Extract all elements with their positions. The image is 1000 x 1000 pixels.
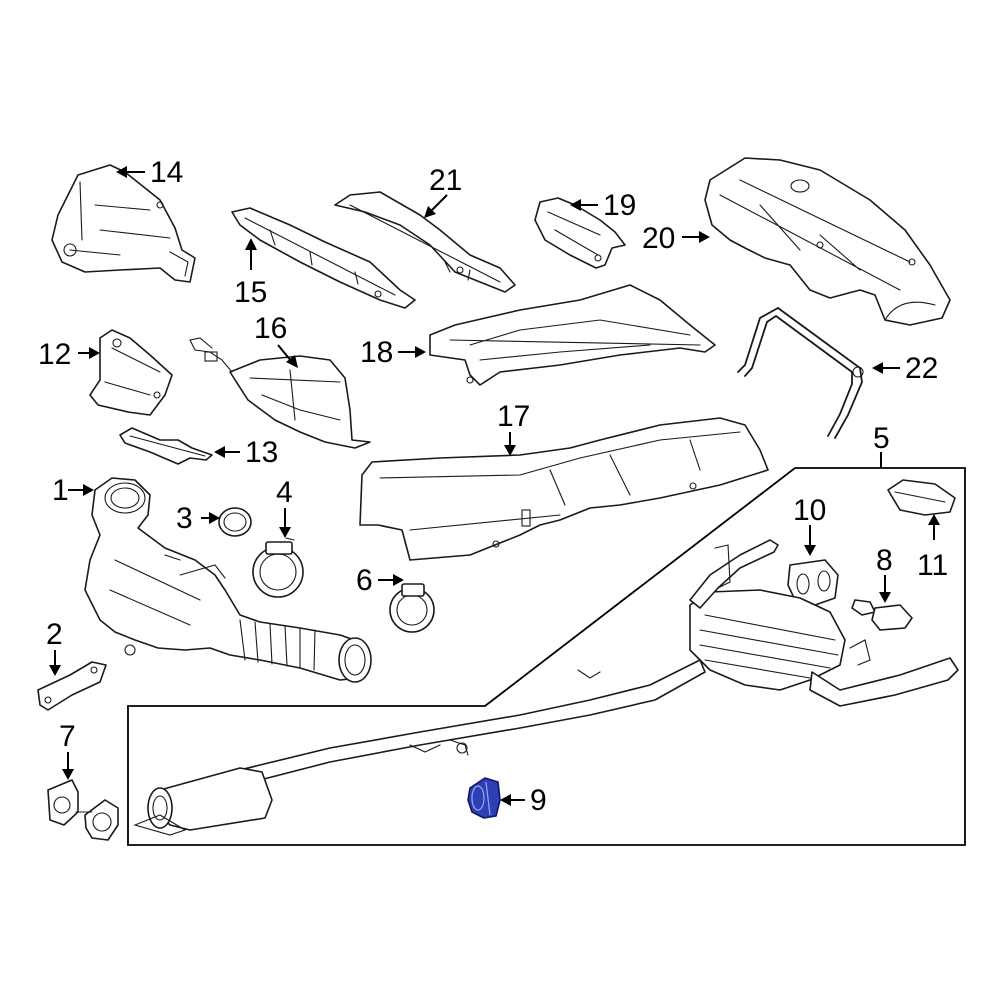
part-22-bracket bbox=[737, 306, 864, 439]
part-8-bolt bbox=[851, 599, 913, 631]
callout-21: 21 bbox=[429, 164, 462, 197]
callout-7: 7 bbox=[59, 720, 76, 753]
callout-4: 4 bbox=[276, 476, 293, 509]
callout-6: 6 bbox=[356, 564, 373, 597]
part-3-gasket bbox=[218, 507, 252, 537]
callout-22: 22 bbox=[905, 352, 938, 385]
part-20-heat-shield bbox=[704, 157, 951, 326]
callout-20: 20 bbox=[642, 222, 675, 255]
part-19-shield bbox=[534, 197, 626, 269]
callout-2: 2 bbox=[46, 618, 63, 651]
callout-8: 8 bbox=[876, 544, 893, 577]
part-18-heat-shield bbox=[429, 284, 716, 386]
callout-11: 11 bbox=[917, 549, 948, 582]
callout-5: 5 bbox=[873, 422, 890, 455]
part-2-bracket bbox=[37, 661, 107, 711]
part-16-heat-shield bbox=[189, 337, 371, 449]
part-10-mount bbox=[787, 559, 839, 606]
callout-14: 14 bbox=[150, 156, 183, 189]
callout-12: 12 bbox=[38, 338, 71, 371]
leader-lines bbox=[49, 166, 940, 806]
part-14-heat-shield bbox=[51, 164, 196, 283]
part-12-bracket bbox=[89, 329, 173, 416]
part-15-bracket bbox=[231, 207, 416, 309]
callout-3: 3 bbox=[176, 502, 193, 535]
part-6-clamp bbox=[389, 583, 435, 633]
callout-13: 13 bbox=[245, 436, 278, 469]
part-13-bracket bbox=[119, 427, 213, 465]
part-11-module bbox=[887, 479, 956, 516]
part-21-bracket bbox=[334, 191, 516, 293]
part-9-insulator bbox=[467, 777, 501, 819]
callout-9: 9 bbox=[530, 784, 547, 817]
part-5-exhaust-system bbox=[127, 467, 966, 846]
part-7-hanger bbox=[47, 779, 119, 841]
part-1-catalytic-converter bbox=[84, 477, 372, 683]
callout-16: 16 bbox=[254, 312, 287, 345]
callout-15: 15 bbox=[234, 276, 267, 309]
callout-labels: 1 2 3 4 5 6 7 8 9 10 11 12 13 14 15 16 1… bbox=[38, 156, 948, 817]
callout-19: 19 bbox=[603, 189, 636, 222]
callout-17: 17 bbox=[497, 400, 530, 433]
callout-18: 18 bbox=[360, 336, 393, 369]
callout-1: 1 bbox=[52, 474, 69, 507]
part-4-clamp bbox=[252, 537, 304, 598]
part-17-heat-shield bbox=[359, 417, 769, 561]
callout-10: 10 bbox=[793, 494, 826, 527]
